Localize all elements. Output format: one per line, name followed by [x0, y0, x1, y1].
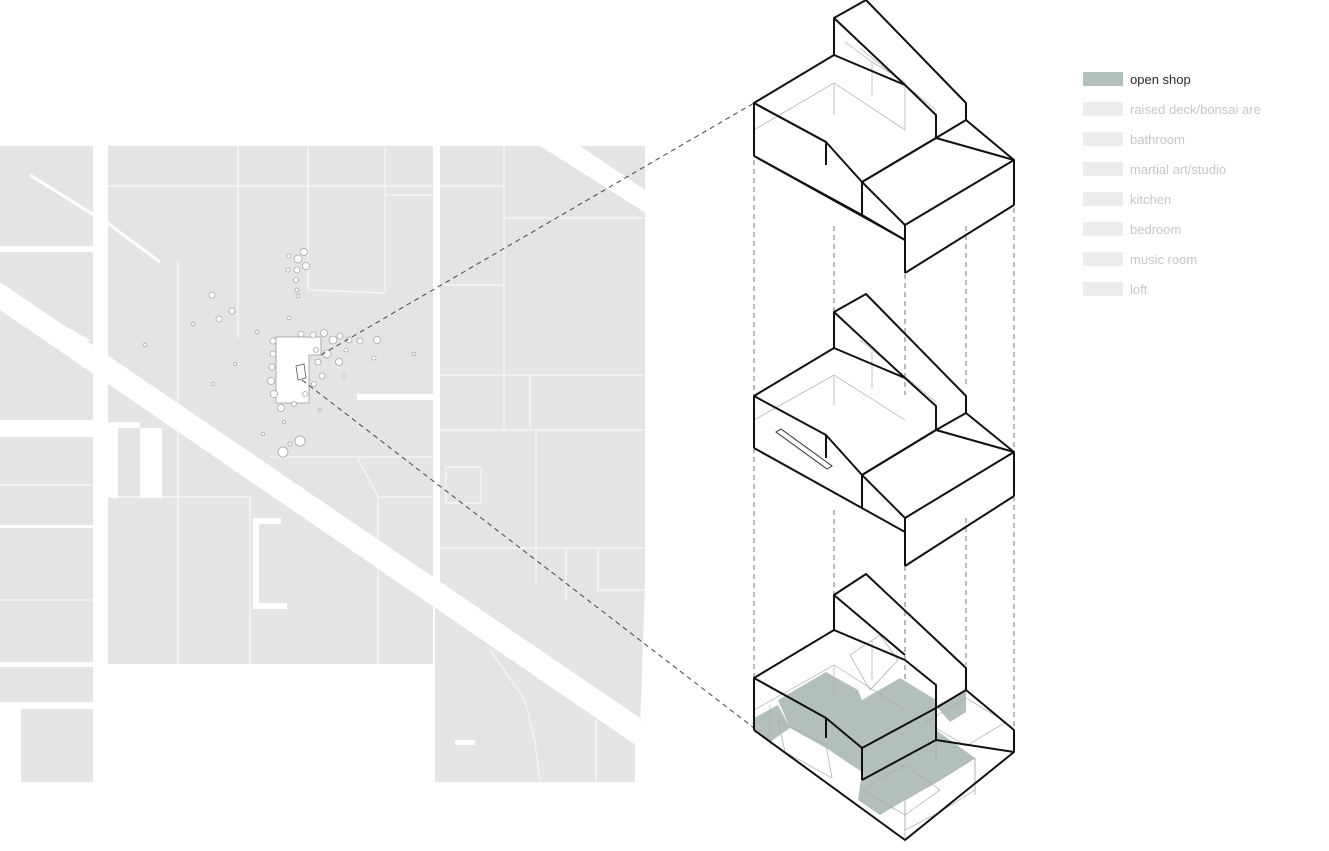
diagonal-street: [540, 146, 660, 222]
legend-swatch: [1083, 192, 1123, 206]
site-building: [295, 363, 307, 381]
diagonal-avenue: [0, 282, 640, 748]
parcel-lines: [0, 146, 645, 783]
legend-item-martial-art-studio: martial art/studio: [1083, 154, 1261, 184]
street-cutouts: [108, 394, 475, 745]
site-parcel: [275, 336, 322, 404]
legend-swatch: [1083, 132, 1123, 146]
legend-label: bedroom: [1130, 221, 1182, 237]
legend-label: loft: [1130, 281, 1148, 297]
legend-label: bathroom: [1130, 131, 1185, 147]
legend-label: open shop: [1130, 71, 1191, 87]
legend-item-open-shop: open shop: [1083, 64, 1261, 94]
city-blocks: [0, 146, 645, 782]
zoom-leaders: [301, 102, 755, 729]
legend-label: raised deck/bonsai are: [1130, 101, 1261, 117]
axon-ground-floor: [753, 573, 1015, 841]
projection-lines: [753, 160, 1015, 745]
axon-upper-floor: [753, 293, 1015, 567]
tree-canopy: [142, 248, 417, 458]
legend-item-loft: loft: [1083, 274, 1261, 304]
legend: open shop raised deck/bonsai are bathroo…: [1083, 64, 1261, 304]
axon-roof: [753, 0, 1015, 274]
legend-swatch: [1083, 252, 1123, 266]
open-shop-area: [754, 672, 975, 815]
legend-item-raised-deck: raised deck/bonsai are: [1083, 94, 1261, 124]
legend-swatch: [1083, 102, 1123, 116]
site-plan: [0, 146, 660, 783]
legend-item-bedroom: bedroom: [1083, 214, 1261, 244]
legend-label: music room: [1130, 251, 1198, 267]
legend-swatch: [1083, 162, 1123, 176]
legend-label: kitchen: [1130, 191, 1172, 207]
legend-swatch: [1083, 72, 1123, 86]
legend-item-music-room: music room: [1083, 244, 1261, 274]
legend-item-kitchen: kitchen: [1083, 184, 1261, 214]
legend-swatch: [1083, 222, 1123, 236]
legend-swatch: [1083, 282, 1123, 296]
legend-label: martial art/studio: [1130, 161, 1227, 177]
legend-item-bathroom: bathroom: [1083, 124, 1261, 154]
